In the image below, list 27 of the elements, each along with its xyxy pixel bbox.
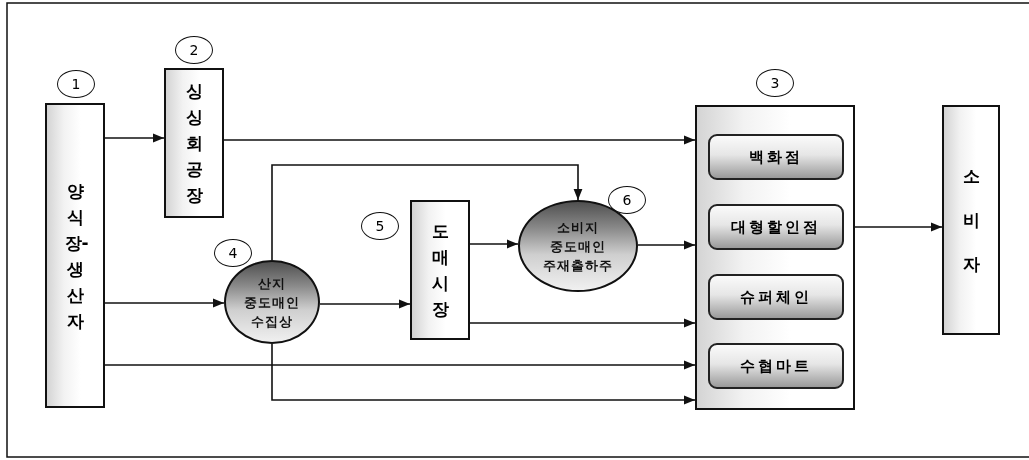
store-box: [708, 204, 844, 250]
arrow: [223, 135, 696, 145]
arrow: [271, 343, 696, 405]
box-label: 백화점: [749, 147, 803, 167]
arrow: [854, 222, 943, 232]
process-box: [164, 68, 224, 218]
arrow: [469, 239, 519, 249]
box-label: 소비지 중도매인 주재출하주: [542, 218, 614, 275]
box-label: 수협마트: [740, 356, 812, 376]
store-group-box: [695, 105, 855, 410]
store-box: [708, 274, 844, 320]
store-box: [708, 343, 844, 389]
box-label: 도매시장: [430, 220, 450, 321]
store-box: [708, 134, 844, 180]
arrow: [637, 240, 696, 250]
box-label: 싱싱회공장: [184, 80, 204, 207]
box-label: 양식장-생산자: [64, 179, 86, 333]
box-label: 산지 중도매인 수집상: [243, 274, 301, 331]
arrow: [469, 318, 696, 328]
process-box: [45, 103, 105, 408]
arrow: [319, 299, 411, 309]
process-box: [942, 105, 1000, 335]
arrow: [271, 164, 583, 261]
box-label: 대형할인점: [731, 217, 821, 237]
box-label: 소비자: [961, 165, 981, 276]
process-box: [410, 200, 470, 340]
box-label: 슈퍼체인: [740, 287, 812, 307]
